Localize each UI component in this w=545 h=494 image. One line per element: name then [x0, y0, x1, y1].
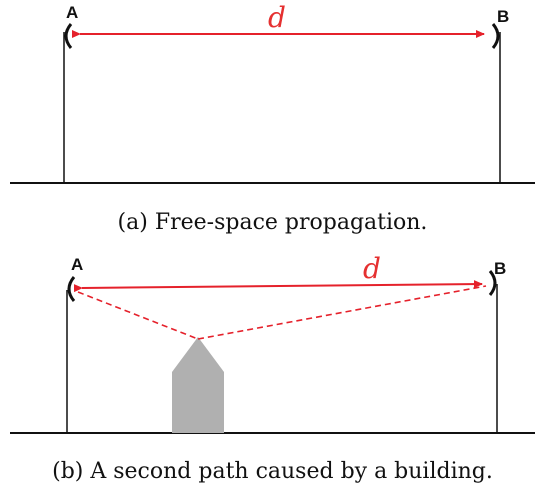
node-label-b-left: A	[71, 255, 83, 274]
node-label-b-right: B	[494, 259, 506, 278]
node-label-a-right: B	[497, 7, 509, 26]
direct-path-arrow-b	[82, 284, 482, 288]
antenna-dish-a-right	[493, 24, 498, 48]
caption-a: (a) Free-space propagation.	[0, 210, 545, 235]
building	[172, 337, 224, 433]
reflected-path-incident	[78, 292, 198, 339]
distance-label-a: d	[268, 1, 286, 34]
antenna-dish-a-left	[66, 24, 71, 48]
reflected-path-outgoing	[198, 286, 486, 339]
node-label-a-left: A	[66, 3, 78, 22]
panel-a: A B d	[10, 1, 535, 183]
panel-b: A B d	[10, 252, 535, 433]
distance-label-b: d	[363, 252, 381, 285]
caption-b: (b) A second path caused by a building.	[0, 459, 545, 484]
antenna-dish-b-left	[69, 277, 74, 301]
